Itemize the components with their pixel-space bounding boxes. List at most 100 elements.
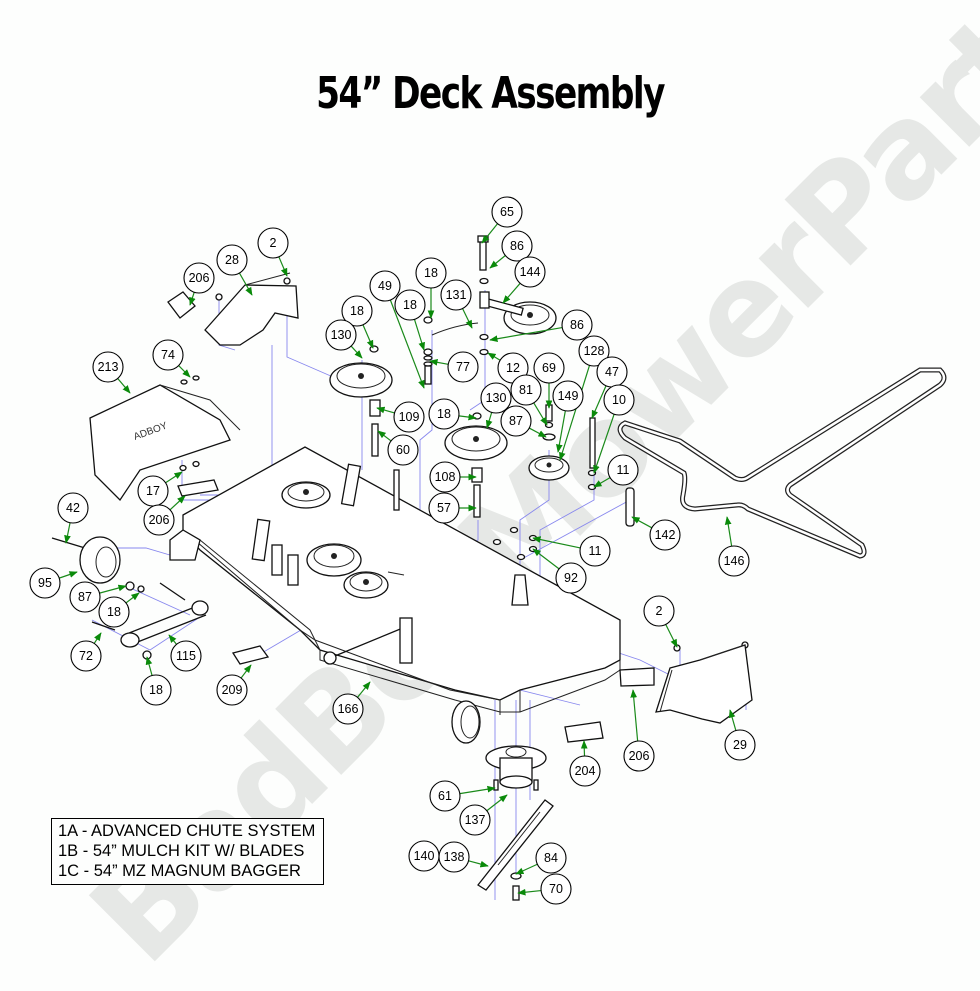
leader-arrow (145, 656, 153, 676)
callout-number: 11 (589, 544, 602, 558)
callout-part-18[interactable]: 18 (341, 295, 374, 349)
callout-number: 87 (78, 590, 92, 604)
callout-part-206[interactable]: 206 (143, 495, 186, 536)
callout-number: 204 (575, 764, 596, 778)
callout-part-146[interactable]: 146 (718, 516, 750, 577)
leader-arrow (125, 592, 140, 604)
callout-number: 60 (396, 443, 410, 457)
leader-arrow (481, 223, 499, 244)
callout-part-86[interactable]: 86 (489, 309, 593, 343)
callout-number: 70 (549, 882, 563, 896)
callout-part-49[interactable]: 49 (369, 270, 425, 389)
callout-part-74[interactable]: 74 (152, 339, 191, 378)
callout-part-28[interactable]: 28 (216, 244, 253, 296)
leader-arrow (178, 365, 191, 378)
callout-bubble (718, 545, 750, 577)
callout-part-72[interactable]: 72 (70, 632, 102, 672)
leader-arrow (528, 427, 547, 438)
callout-bubble (429, 461, 461, 493)
callout-number: 18 (149, 683, 163, 697)
callout-bubble (514, 256, 546, 288)
callout-number: 49 (378, 279, 392, 293)
callout-part-166[interactable]: 166 (332, 681, 371, 725)
callout-number: 140 (414, 849, 435, 863)
callout-number: 10 (612, 393, 626, 407)
callout-part-60[interactable]: 60 (377, 430, 419, 466)
leader-arrow (117, 378, 131, 394)
callout-part-130[interactable]: 130 (480, 382, 512, 429)
callout-part-206[interactable]: 206 (183, 262, 215, 306)
discharge-chute-lower (655, 644, 753, 724)
callout-part-206[interactable]: 206 (623, 689, 655, 772)
callout-part-65[interactable]: 65 (481, 196, 523, 244)
deck-shell (169, 446, 621, 715)
callout-part-86[interactable]: 86 (489, 230, 533, 269)
callout-part-17[interactable]: 17 (137, 471, 183, 507)
callout-number: 149 (558, 389, 579, 403)
leader-arrow (515, 863, 538, 875)
callout-part-213[interactable]: 213 (92, 351, 131, 394)
callout-part-11[interactable]: 11 (593, 454, 639, 488)
callout-part-10[interactable]: 10 (593, 384, 635, 474)
leader-arrow (728, 709, 737, 731)
callout-part-149[interactable]: 149 (552, 380, 584, 453)
callout-part-61[interactable]: 61 (429, 780, 496, 812)
callout-bubble (510, 374, 542, 406)
leader-arrow (532, 548, 560, 570)
callout-number: 86 (570, 318, 584, 332)
callout-bubble (70, 640, 102, 672)
legend-box: 1A - ADVANCED CHUTE SYSTEM 1B - 54” MULC… (51, 818, 324, 885)
callout-bubble (643, 595, 675, 627)
callout-part-109[interactable]: 109 (376, 401, 425, 433)
callout-bubble (607, 454, 639, 486)
callout-part-18[interactable]: 18 (140, 656, 172, 706)
callout-part-42[interactable]: 42 (57, 492, 89, 544)
leader-arrow (240, 664, 252, 679)
callout-part-2[interactable]: 2 (257, 227, 289, 277)
callout-number: 206 (149, 513, 170, 527)
callout-bubble (341, 295, 373, 327)
callout-part-69[interactable]: 69 (533, 352, 565, 409)
callout-part-144[interactable]: 144 (502, 256, 546, 304)
callout-part-47[interactable]: 47 (591, 356, 628, 419)
callout-part-108[interactable]: 108 (429, 461, 477, 493)
callout-part-209[interactable]: 209 (216, 664, 252, 706)
callout-number: 138 (444, 850, 465, 864)
callout-part-131[interactable]: 131 (440, 279, 473, 329)
callout-part-92[interactable]: 92 (532, 548, 587, 594)
leader-arrow (487, 352, 501, 361)
callout-part-204[interactable]: 204 (569, 740, 601, 787)
callout-number: 12 (506, 361, 520, 375)
callout-part-138[interactable]: 138 (438, 841, 489, 873)
callout-part-18[interactable]: 18 (98, 592, 140, 628)
callout-part-18[interactable]: 18 (428, 398, 477, 430)
callout-part-18[interactable]: 18 (394, 289, 426, 351)
callout-part-142[interactable]: 142 (631, 516, 681, 551)
callout-part-18[interactable]: 18 (415, 257, 447, 319)
callout-part-128[interactable]: 128 (559, 335, 610, 461)
callout-part-11[interactable]: 11 (532, 535, 611, 567)
callout-bubble (535, 842, 567, 874)
callout-bubble (579, 535, 611, 567)
callout-part-130[interactable]: 130 (325, 319, 363, 359)
callout-part-77[interactable]: 77 (429, 351, 479, 383)
callout-part-115[interactable]: 115 (168, 634, 202, 672)
callout-part-87[interactable]: 87 (69, 581, 127, 613)
callout-number: 18 (437, 407, 451, 421)
callout-number: 57 (437, 501, 451, 515)
callout-part-95[interactable]: 95 (29, 567, 78, 599)
callout-part-29[interactable]: 29 (724, 709, 756, 761)
callout-part-2[interactable]: 2 (643, 595, 678, 648)
callout-part-137[interactable]: 137 (459, 794, 508, 836)
callout-part-70[interactable]: 70 (517, 873, 572, 905)
callout-part-81[interactable]: 81 (510, 374, 548, 426)
callout-part-57[interactable]: 57 (428, 492, 477, 524)
callout-number: 206 (189, 271, 210, 285)
callout-part-87[interactable]: 87 (500, 405, 547, 438)
callout-bubble (500, 405, 532, 437)
leader-arrow (591, 385, 607, 419)
callout-part-140[interactable]: 140 (408, 840, 440, 872)
callout-part-84[interactable]: 84 (515, 842, 567, 875)
leader-arrow (278, 256, 288, 277)
